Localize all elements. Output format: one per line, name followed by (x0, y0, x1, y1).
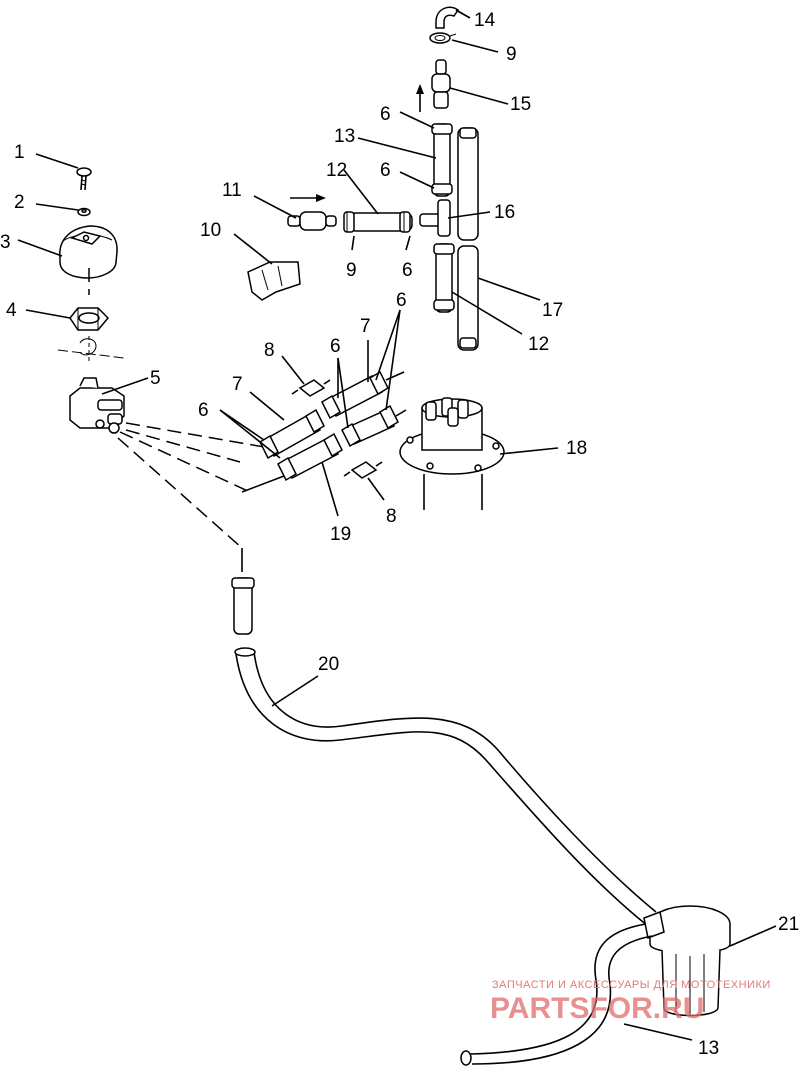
vertical-hose-long-part (457, 245, 479, 351)
return-hose-part (460, 923, 653, 1066)
callout-6-left: 6 (198, 400, 209, 421)
fuel-filter-lower-part (343, 461, 383, 479)
watermark: ЗАПЧАСТИ И АКСЕССУАРЫ ДЛЯ МОТОТЕХНИКИ PA… (490, 979, 771, 1025)
clamp-ring-part (429, 32, 457, 44)
hose-lower-left-part (241, 432, 343, 493)
callout-1: 1 (14, 142, 25, 163)
routing-dashed-lines (117, 422, 271, 572)
callout-2: 2 (14, 192, 25, 213)
short-hose-segment-part (231, 577, 255, 635)
callout-13-bottom: 13 (698, 1038, 719, 1059)
callout-5: 5 (150, 368, 161, 389)
callout-19: 19 (330, 524, 351, 545)
callout-6-right: 6 (396, 290, 407, 311)
elbow-fitting-part (435, 6, 460, 29)
callout-12-low: 12 (528, 334, 549, 355)
vertical-hose-right-part (457, 127, 479, 241)
tank-pump-flange-part (399, 397, 505, 510)
callout-17: 17 (542, 300, 563, 321)
horizontal-hose-part (343, 211, 413, 233)
callout-8-top: 8 (264, 340, 275, 361)
callout-14: 14 (474, 10, 496, 31)
vertical-hose-lower-part (433, 243, 455, 313)
callout-6-low: 6 (402, 260, 413, 281)
watermark-brand: PARTSFOR.RU (490, 992, 704, 1025)
callout-11: 11 (222, 180, 242, 201)
vertical-hose-upper-part (431, 123, 453, 197)
axis-centerline (57, 268, 125, 364)
check-valve-part (431, 59, 451, 109)
callout-labels: 1 2 3 4 5 14 9 15 6 13 6 12 11 10 16 9 6… (0, 10, 799, 1059)
callout-6-mid: 6 (380, 160, 391, 181)
callout-6-top: 6 (380, 104, 391, 125)
nut-part (69, 307, 110, 331)
fuel-filter-upper-part (291, 379, 331, 397)
hose-upper-left-part (259, 408, 325, 460)
long-fuel-line-part (234, 647, 657, 927)
inline-valve-part (287, 211, 337, 231)
callout-10: 10 (200, 220, 221, 241)
callout-4: 4 (6, 300, 17, 321)
clamp-bracket-part (247, 261, 301, 301)
callout-15: 15 (510, 94, 531, 115)
callout-9-top: 9 (506, 44, 517, 65)
callout-16: 16 (494, 202, 515, 223)
flow-arrow-up (416, 84, 424, 112)
callout-12-top: 12 (326, 160, 347, 181)
leader-lines (17, 9, 777, 1041)
valve-body-part (69, 377, 125, 434)
cap-part (59, 225, 118, 279)
tee-fitting-part (419, 199, 451, 237)
callout-6-center: 6 (330, 336, 341, 357)
washer-part (77, 207, 91, 217)
callout-3: 3 (0, 232, 11, 253)
callout-20: 20 (318, 654, 339, 675)
callout-8-bottom: 8 (386, 506, 397, 527)
callout-18: 18 (566, 438, 587, 459)
screw-part (76, 167, 92, 191)
hose-lower-right-part (341, 404, 407, 448)
callout-7-left: 7 (232, 374, 243, 395)
watermark-tagline: ЗАПЧАСТИ И АКСЕССУАРЫ ДЛЯ МОТОТЕХНИКИ (492, 979, 771, 991)
callout-21: 21 (778, 914, 799, 935)
flow-arrow-right (290, 194, 326, 202)
callout-9-mid: 9 (346, 260, 357, 281)
fuel-strainer-part (643, 905, 731, 1017)
hose-upper-right-part (321, 370, 405, 420)
callout-13-top: 13 (334, 126, 355, 147)
callout-7-right: 7 (360, 316, 371, 337)
